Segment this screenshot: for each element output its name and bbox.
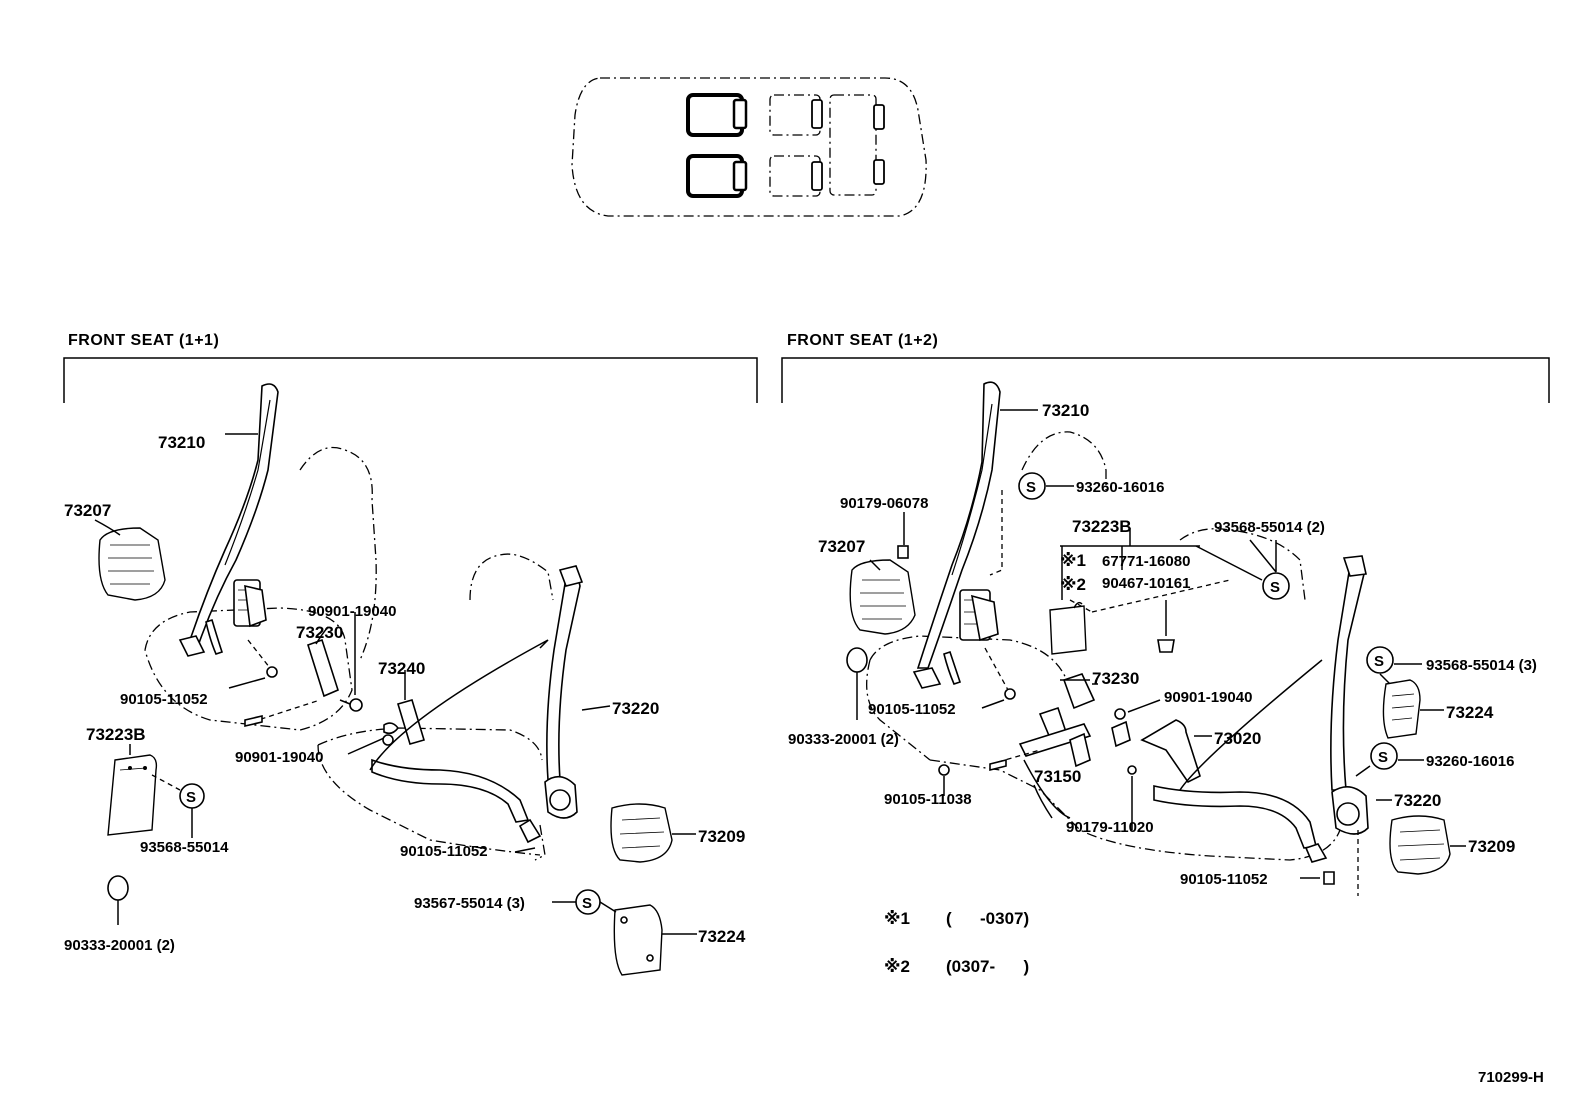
label-90467-10161: 90467-10161	[1102, 575, 1190, 592]
label-90901-19040-top: 90901-19040	[308, 603, 396, 620]
left-diagram: S S	[94, 383, 697, 976]
label-73020: 73020	[1214, 729, 1261, 748]
label-90105-11052-right-b: 90105-11052	[1180, 871, 1268, 888]
label-73223B: 73223B	[86, 725, 146, 744]
label-73207: 73207	[64, 501, 111, 520]
section-bracket-right	[781, 357, 1550, 403]
label-90901-19040-right: 90901-19040	[1164, 689, 1252, 706]
label-90105-11052-a: 90105-11052	[120, 691, 208, 708]
label-90179-11020: 90179-11020	[1066, 819, 1154, 836]
label-73220: 73220	[612, 699, 659, 718]
label-90105-11052-right-a: 90105-11052	[868, 701, 956, 718]
label-90105-11038: 90105-11038	[884, 791, 972, 808]
s-circle-icon-letter: S	[1378, 749, 1388, 766]
label-93260-16016-bottom: 93260-16016	[1426, 753, 1514, 770]
vehicle-locator-icon	[571, 77, 927, 217]
s-circle-icon-letter: S	[1270, 579, 1280, 596]
label-73210: 73210	[158, 433, 205, 452]
section-bracket-left	[63, 357, 758, 403]
footnote-text-1: ( -0307)	[946, 909, 1029, 928]
label-73240: 73240	[378, 659, 425, 678]
label-73224: 73224	[698, 927, 746, 946]
s-circle-icon-letter: S	[582, 895, 592, 912]
diagram-code: 710299-H	[1478, 1069, 1544, 1086]
label-93260-16016-top: 93260-16016	[1076, 479, 1164, 496]
label-73210-right: 73210	[1042, 401, 1089, 420]
s-circle-icon-letter: S	[186, 789, 196, 806]
s-circle-icon	[1018, 472, 1046, 500]
label-90333-20001-right: 90333-20001 (2)	[788, 731, 899, 748]
footnote-mark-2: ※2	[884, 957, 910, 976]
s-circle-icon	[1370, 742, 1398, 770]
s-circle-icon-letter: S	[1026, 479, 1036, 496]
label-73230-right: 73230	[1092, 669, 1139, 688]
label-73150: 73150	[1034, 767, 1081, 786]
label-73230: 73230	[296, 623, 343, 642]
label-73209-right: 73209	[1468, 837, 1515, 856]
section-title-left: FRONT SEAT (1+1)	[68, 332, 219, 349]
label-93568-55014-2: 93568-55014 (2)	[1214, 519, 1325, 536]
label-73223B-right: 73223B	[1072, 517, 1132, 536]
footnote-text-2: (0307- )	[946, 957, 1029, 976]
section-title-right: FRONT SEAT (1+2)	[787, 332, 938, 349]
s-circle-icon	[1262, 572, 1290, 600]
label-73209: 73209	[698, 827, 745, 846]
note-mark-1: ※1	[1060, 551, 1086, 570]
label-93567-55014: 93567-55014 (3)	[414, 895, 525, 912]
label-90901-19040-bottom: 90901-19040	[235, 749, 323, 766]
s-circle-icon	[1366, 646, 1394, 674]
label-90105-11052-b: 90105-11052	[400, 843, 488, 860]
label-73220-right: 73220	[1394, 791, 1441, 810]
label-73207-right: 73207	[818, 537, 865, 556]
label-73224-right: 73224	[1446, 703, 1494, 722]
label-93568-55014: 93568-55014	[140, 839, 229, 856]
footnote-mark-1: ※1	[884, 909, 910, 928]
label-90179-06078: 90179-06078	[840, 495, 928, 512]
label-90333-20001-left: 90333-20001 (2)	[64, 937, 175, 954]
label-93568-55014-3: 93568-55014 (3)	[1426, 657, 1537, 674]
right-diagram: S S	[846, 381, 1466, 896]
label-67771-16080: 67771-16080	[1102, 553, 1190, 570]
note-mark-2: ※2	[1060, 575, 1086, 594]
s-circle-icon-letter: S	[1374, 653, 1384, 670]
